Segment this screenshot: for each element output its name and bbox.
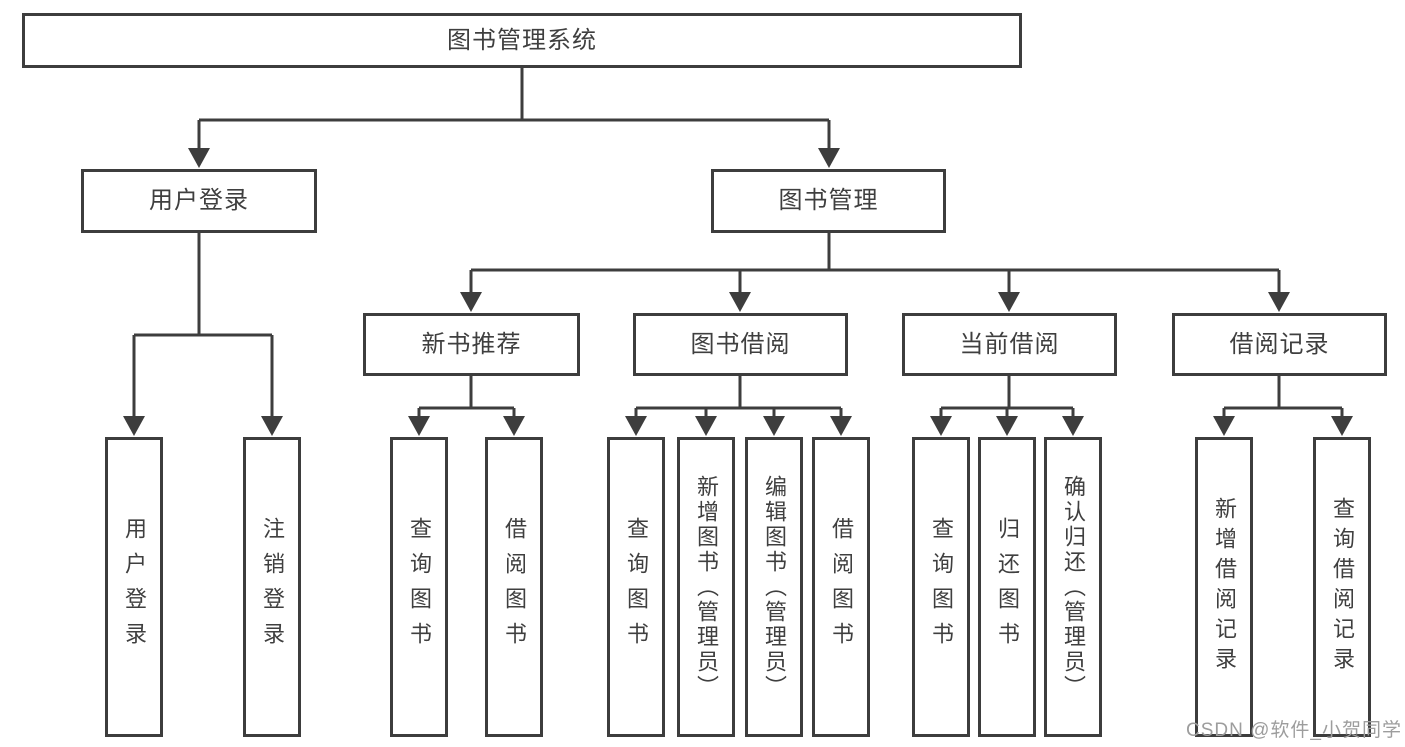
node-library-system-label: 图书管理系统	[447, 26, 597, 54]
node-book-management-label: 图书管理	[778, 187, 879, 214]
leaf-label: 确认归还（管理员）	[1061, 474, 1086, 700]
node-library-system: 图书管理系统	[22, 13, 1022, 68]
leaf-label: 新增图书（管理员）	[694, 474, 719, 700]
leaf-label: 注销登录	[260, 517, 285, 657]
csdn-watermark: CSDN @软件_小贺同学	[1186, 720, 1402, 741]
node-leaf-add-books-admin: 新增图书（管理员）	[677, 437, 735, 737]
node-leaf-query-books-recommend: 查询图书	[390, 437, 448, 737]
node-new-book-recommend-label: 新书推荐	[421, 330, 522, 358]
node-leaf-edit-books-admin: 编辑图书（管理员）	[745, 437, 803, 737]
node-book-management: 图书管理	[711, 169, 946, 233]
node-borrowing-records: 借阅记录	[1172, 313, 1387, 376]
leaf-label: 用户登录	[122, 517, 147, 657]
node-book-borrowing-label: 图书借阅	[690, 330, 791, 358]
leaf-label: 新增借阅记录	[1212, 497, 1237, 677]
node-leaf-borrow-books-recommend: 借阅图书	[485, 437, 543, 737]
node-leaf-add-borrow-record: 新增借阅记录	[1195, 437, 1253, 737]
leaf-label: 查询图书	[407, 517, 432, 657]
node-borrowing-records-label: 借阅记录	[1229, 330, 1330, 358]
node-leaf-query-books-borrow: 查询图书	[607, 437, 665, 737]
node-current-borrowing-label: 当前借阅	[959, 330, 1060, 358]
leaf-label: 查询图书	[929, 517, 954, 657]
node-user-login: 用户登录	[81, 169, 317, 233]
node-user-login-label: 用户登录	[149, 187, 249, 214]
leaf-label: 编辑图书（管理员）	[762, 474, 787, 700]
node-current-borrowing: 当前借阅	[902, 313, 1117, 376]
node-leaf-logout: 注销登录	[243, 437, 301, 737]
leaf-label: 归还图书	[995, 517, 1020, 657]
node-leaf-return-books: 归还图书	[978, 437, 1036, 737]
node-book-borrowing: 图书借阅	[633, 313, 848, 376]
leaf-label: 借阅图书	[829, 517, 854, 657]
node-new-book-recommend: 新书推荐	[363, 313, 580, 376]
leaf-label: 查询图书	[624, 517, 649, 657]
node-leaf-query-borrow-record: 查询借阅记录	[1313, 437, 1371, 737]
leaf-label: 查询借阅记录	[1330, 497, 1355, 677]
node-leaf-query-books-current: 查询图书	[912, 437, 970, 737]
leaf-label: 借阅图书	[502, 517, 527, 657]
node-leaf-confirm-return-admin: 确认归还（管理员）	[1044, 437, 1102, 737]
node-leaf-user-login: 用户登录	[105, 437, 163, 737]
node-leaf-borrow-books: 借阅图书	[812, 437, 870, 737]
